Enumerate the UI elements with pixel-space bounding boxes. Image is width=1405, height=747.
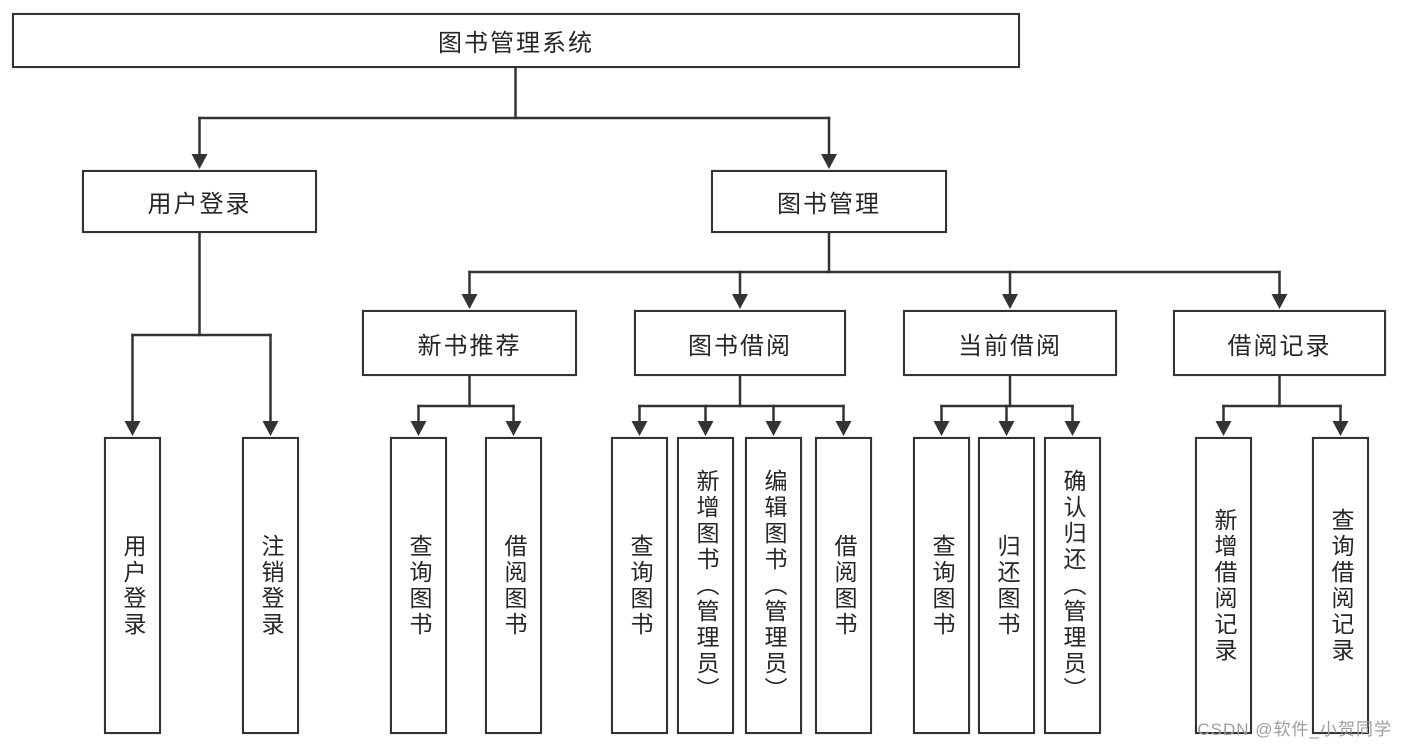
node-current-borrowing: 当前借阅 [903,310,1117,376]
leaf-edit-book-admin: 编辑图书（管理员） [745,437,802,734]
leaf-query-books: 查询图书 [390,437,447,734]
node-new-book-recommendation: 新书推荐 [362,310,577,376]
leaf-add-book-admin: 新增图书（管理员） [677,437,734,734]
node-borrowing-records: 借阅记录 [1173,310,1386,376]
watermark: CSDN @软件_小贺同学 [1197,720,1392,739]
leaf-borrow-books: 借阅图书 [485,437,542,734]
leaf-logout: 注销登录 [242,437,299,734]
node-book-management: 图书管理 [711,170,947,233]
node-user-login: 用户登录 [82,170,317,233]
leaf-return-books: 归还图书 [978,437,1035,734]
leaf-confirm-return-admin: 确认归还（管理员） [1044,437,1101,734]
leaf-user-login: 用户登录 [104,437,161,734]
leaf-query-books: 查询图书 [913,437,970,734]
node-book-borrowing: 图书借阅 [634,310,846,376]
leaf-borrow-books: 借阅图书 [815,437,872,734]
leaf-query-books: 查询图书 [611,437,668,734]
leaf-query-borrow-record: 查询借阅记录 [1312,437,1369,734]
leaf-add-borrow-record: 新增借阅记录 [1195,437,1252,734]
node-library-system: 图书管理系统 [12,13,1020,68]
